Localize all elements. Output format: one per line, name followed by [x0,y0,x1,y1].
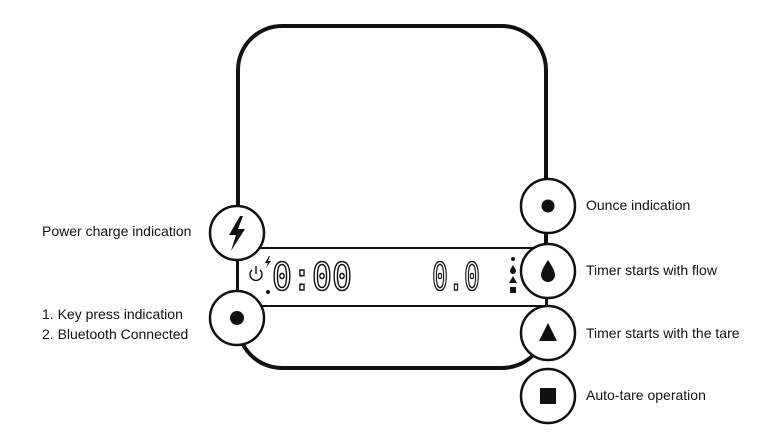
flow-indicator [510,265,516,274]
power-button-icon [249,266,263,282]
label-tare-line-1: Timer starts with the tare [586,325,740,341]
label-tare: Timer starts with the tare [586,323,740,343]
callout-flow [519,242,577,300]
callout-ounce [519,177,577,235]
small-bolt-icon [265,256,271,268]
lightning-bolt-icon [229,216,245,251]
label-power: Power charge indication [42,221,191,241]
callout-keypress [208,289,266,347]
triangle-icon [539,323,557,341]
autotare-indicator [510,287,516,293]
label-power-line-1: Power charge indication [42,223,192,239]
display-strip [237,247,547,307]
label-flow-line-1: Timer starts with flow [586,262,717,278]
callout-tare [519,304,577,362]
label-ounce: Ounce indication [586,195,690,215]
water-drop-icon [541,260,555,282]
filled-dot-icon [541,199,555,213]
timer-readout: 0:00 [272,255,352,299]
ounce-indicator [511,257,515,261]
label-autotare: Auto-tare operation [586,385,706,405]
scale-body-outline [236,24,548,370]
tare-indicator [509,276,517,283]
label-flow: Timer starts with flow [586,260,717,280]
label-autotare-line-1: Auto-tare operation [586,387,706,403]
callout-autotare [519,367,577,425]
label-keypress-line-1: 1. Key press indication [42,306,183,322]
filled-dot-icon [230,311,244,325]
mode-indicators [509,257,517,293]
label-ounce-line-1: Ounce indication [586,197,691,213]
label-keypress: 1. Key press indication 2. Bluetooth Con… [42,304,188,344]
label-keypress-line-2: 2. Bluetooth Connected [42,326,189,342]
key-press-dot [266,290,270,294]
square-icon [540,388,556,404]
callout-power [208,204,266,262]
weight-readout: 0.0 [432,255,480,299]
